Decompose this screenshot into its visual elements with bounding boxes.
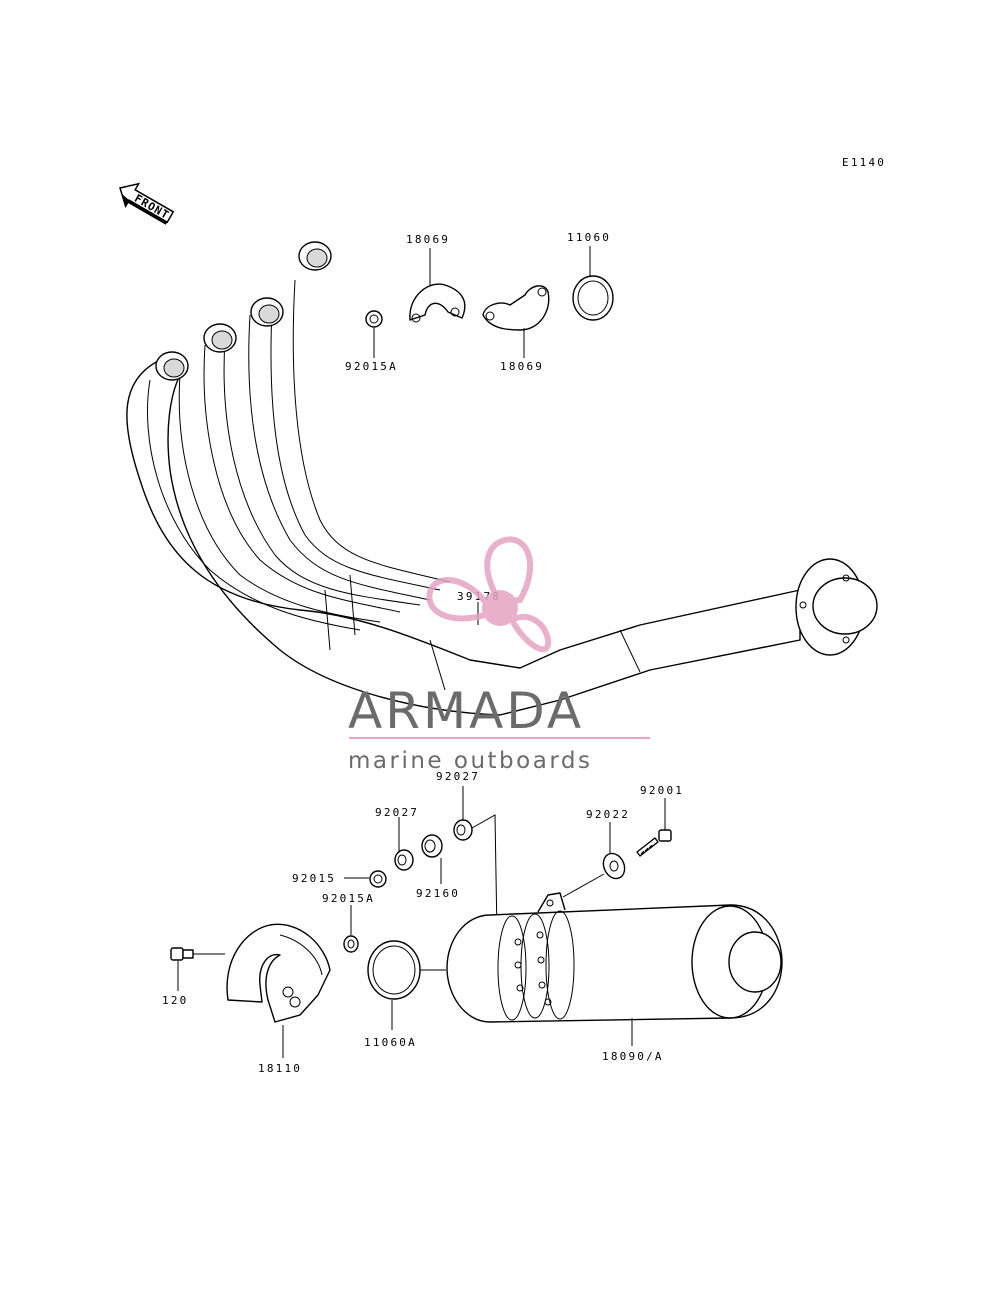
label-92015: 92015: [292, 872, 336, 885]
watermark-brand: ARMADA: [348, 682, 584, 740]
label-18069-top: 18069: [406, 233, 450, 246]
label-92027-left: 92027: [375, 806, 419, 819]
label-11060: 11060: [567, 231, 611, 244]
gasket-11060a: 11060A: [364, 940, 446, 1049]
label-92001: 92001: [640, 784, 684, 797]
holder-18069-top: 18069: [406, 233, 466, 323]
label-18110: 18110: [258, 1062, 302, 1075]
label-18090a: 18090/A: [602, 1050, 664, 1063]
bolt-120: 120: [162, 947, 225, 1007]
label-92160: 92160: [416, 887, 460, 900]
front-arrow-icon: FRONT: [119, 182, 175, 225]
nut-92015a-top: 92015A: [345, 310, 398, 373]
bolt-92001: 92001: [636, 784, 684, 857]
label-92022: 92022: [586, 808, 630, 821]
label-120: 120: [162, 994, 188, 1007]
label-92015a-top: 92015A: [345, 360, 398, 373]
diagram-code: E1140: [842, 156, 886, 169]
label-92015a-bottom: 92015A: [322, 892, 375, 905]
label-11060a: 11060A: [364, 1036, 417, 1049]
cover-18110: 18110: [226, 923, 331, 1075]
nut-92015: 92015: [292, 870, 387, 888]
muffler-18090a: 18090/A: [446, 892, 783, 1063]
washer-92022: 92022: [562, 808, 630, 898]
label-92027-right: 92027: [436, 770, 480, 783]
watermark-tagline: marine outboards: [348, 748, 592, 774]
label-18069-bottom: 18069: [500, 360, 544, 373]
damper-92160: 92160: [416, 834, 460, 900]
collar-92027-right: 92027: [436, 770, 498, 936]
holder-18069-bottom: 18069: [482, 285, 550, 373]
armada-watermark: ARMADA marine outboards: [348, 536, 650, 774]
exhaust-header-assembly: [126, 241, 878, 716]
collar-92027-left: 92027: [375, 806, 419, 871]
propeller-logo-icon: [426, 536, 552, 653]
nut-92015a-bottom: 92015A: [322, 892, 375, 953]
gasket-11060: 11060: [567, 231, 614, 321]
